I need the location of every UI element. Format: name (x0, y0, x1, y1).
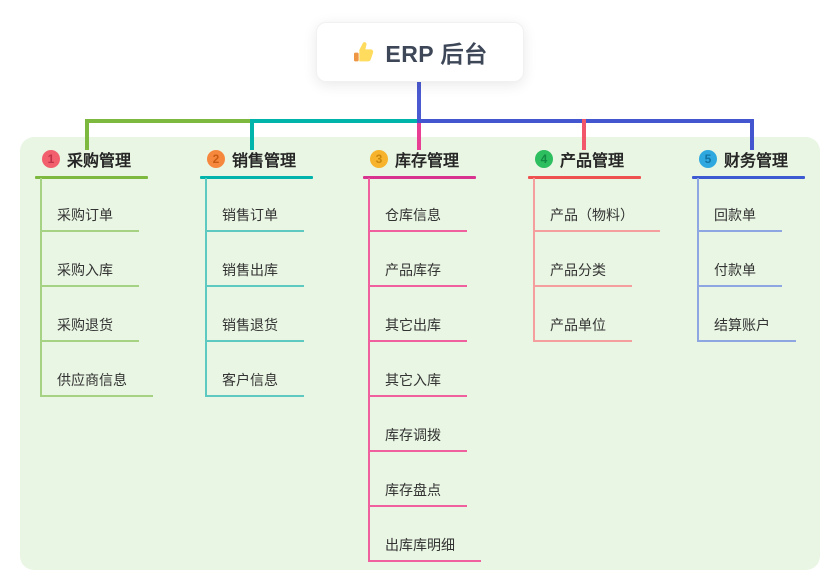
branch-node-sales[interactable]: 2 销售管理 (200, 146, 296, 172)
branch-underline (200, 176, 313, 179)
branch-underline (35, 176, 148, 179)
branch-underline (528, 176, 641, 179)
connector-segment-green (85, 119, 252, 123)
number-3-badge-icon: 3 (370, 150, 388, 168)
branch-underline (692, 176, 805, 179)
child-node[interactable]: 采购退货 (40, 312, 139, 342)
child-trunk-line (533, 178, 535, 342)
child-trunk-line (40, 178, 42, 397)
thumbs-up-icon (352, 40, 376, 64)
number-2-badge-icon: 2 (207, 150, 225, 168)
child-node[interactable]: 产品库存 (368, 257, 467, 287)
branch-node-purchase[interactable]: 1 采购管理 (35, 146, 131, 172)
branch-title: 销售管理 (232, 153, 297, 170)
child-node[interactable]: 产品分类 (533, 257, 632, 287)
child-node[interactable]: 销售退货 (205, 312, 304, 342)
branch-node-product[interactable]: 4 产品管理 (528, 146, 624, 172)
number-5-badge-icon: 5 (699, 150, 717, 168)
drop-line-finance (750, 119, 754, 150)
number-1-badge-icon: 1 (42, 150, 60, 168)
drop-line-sales (250, 119, 254, 150)
drop-line-purchase (85, 119, 89, 150)
child-node[interactable]: 其它出库 (368, 312, 467, 342)
child-node[interactable]: 销售出库 (205, 257, 304, 287)
child-node[interactable]: 客户信息 (205, 367, 304, 397)
child-node[interactable]: 库存调拨 (368, 422, 467, 452)
number-4-badge-icon: 4 (535, 150, 553, 168)
root-node[interactable]: ERP 后台 (316, 22, 524, 82)
child-node[interactable]: 付款单 (697, 257, 782, 287)
child-node[interactable]: 回款单 (697, 202, 782, 232)
child-node[interactable]: 供应商信息 (40, 367, 153, 397)
drop-line-inventory (417, 123, 421, 150)
root-connector-line (417, 82, 421, 123)
branch-title: 产品管理 (560, 153, 625, 170)
child-node[interactable]: 销售订单 (205, 202, 304, 232)
branch-title: 财务管理 (724, 153, 789, 170)
branch-title: 采购管理 (67, 153, 132, 170)
branches-group-container (20, 137, 820, 570)
child-node[interactable]: 产品（物料） (533, 202, 660, 232)
child-node[interactable]: 其它入库 (368, 367, 467, 397)
child-node[interactable]: 结算账户 (697, 312, 796, 342)
child-node[interactable]: 采购订单 (40, 202, 139, 232)
child-trunk-line (205, 178, 207, 397)
child-node[interactable]: 出库库明细 (368, 532, 481, 562)
branch-node-finance[interactable]: 5 财务管理 (692, 146, 788, 172)
child-node[interactable]: 库存盘点 (368, 477, 467, 507)
drop-line-product (582, 119, 586, 150)
child-node[interactable]: 采购入库 (40, 257, 139, 287)
branch-node-inventory[interactable]: 3 库存管理 (363, 146, 459, 172)
branch-title: 库存管理 (395, 153, 460, 170)
child-trunk-line (697, 178, 699, 342)
connector-segment-teal (250, 119, 419, 123)
child-trunk-line (368, 178, 370, 562)
child-node[interactable]: 产品单位 (533, 312, 632, 342)
branch-underline (363, 176, 476, 179)
root-title: ERP 后台 (385, 41, 488, 67)
child-node[interactable]: 仓库信息 (368, 202, 467, 232)
